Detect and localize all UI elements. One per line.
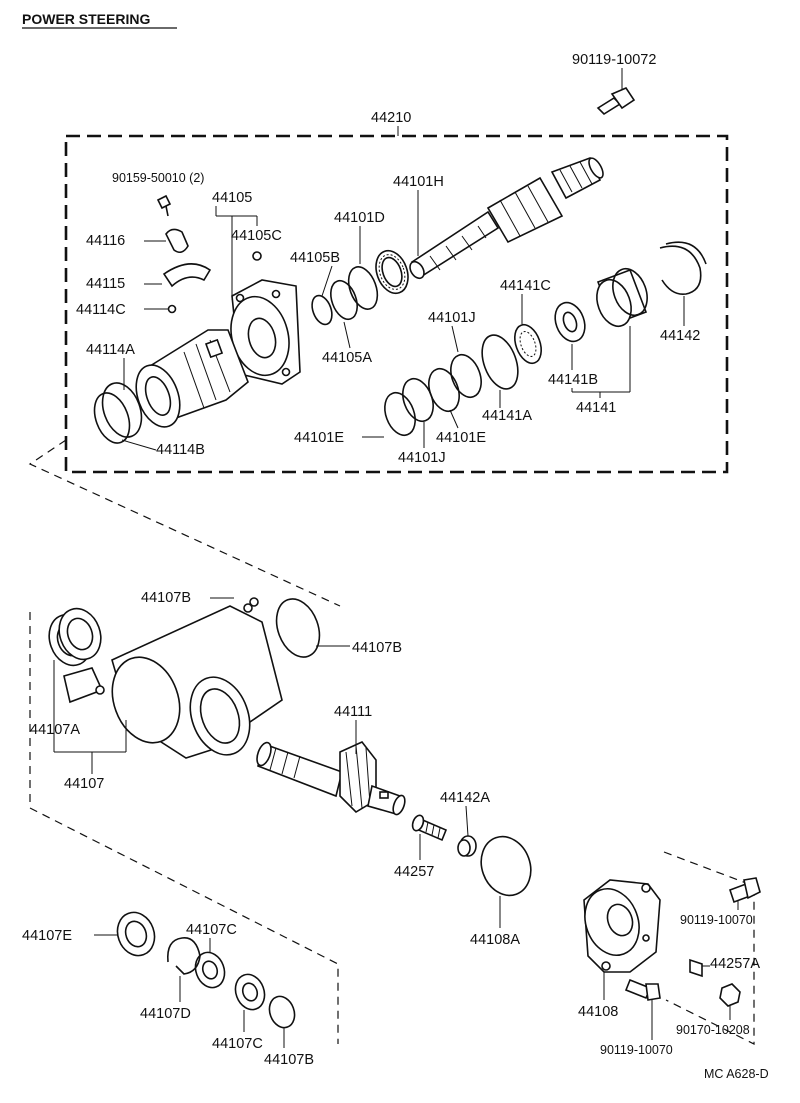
part-hose-44115 bbox=[162, 263, 212, 288]
part-ring-44114B-outer bbox=[101, 382, 143, 438]
label-44107B-bot: 44107B bbox=[264, 1052, 314, 1068]
label-44105B: 44105B bbox=[290, 250, 340, 266]
part-bearing-44141C bbox=[514, 323, 542, 365]
part-cup-44141 bbox=[596, 267, 648, 328]
part-bearing-44101D bbox=[375, 249, 409, 295]
label-44111: 44111 bbox=[334, 704, 372, 720]
part-cover-44108 bbox=[583, 879, 661, 973]
part-clamp-44116 bbox=[165, 228, 189, 254]
label-90119-10072: 90119-10072 bbox=[572, 52, 656, 68]
label-44141A: 44141A bbox=[482, 408, 532, 424]
label-44142A: 44142A bbox=[440, 790, 490, 806]
label-44107D: 44107D bbox=[140, 1006, 191, 1022]
part-bushing-44107A bbox=[48, 607, 102, 667]
label-44114A: 44114A bbox=[86, 342, 135, 358]
part-snapring-44142 bbox=[659, 245, 702, 296]
label-44107A: 44107A bbox=[30, 722, 80, 738]
label-90170-10208: 90170-10208 bbox=[676, 1023, 750, 1037]
label-90119-10070-bottom: 90119-10070 bbox=[600, 1043, 673, 1057]
part-oring-44107B bbox=[275, 598, 321, 658]
label-44108A: 44108A bbox=[470, 932, 520, 948]
part-washer-44257A bbox=[689, 958, 703, 978]
label-44107: 44107 bbox=[64, 776, 104, 792]
label-44116: 44116 bbox=[86, 233, 125, 249]
part-nut-44142A bbox=[457, 835, 477, 857]
part-snapring-44107D bbox=[166, 937, 201, 975]
kit-44210-boundary bbox=[64, 134, 729, 474]
part-pinion-shaft-44111 bbox=[256, 741, 406, 816]
part-seal-ring bbox=[347, 266, 379, 310]
part-seal-44107E bbox=[116, 911, 156, 957]
label-44101D: 44101D bbox=[334, 210, 385, 226]
label-44105C: 44105C bbox=[231, 228, 282, 244]
diagram-title: POWER STEERING bbox=[22, 11, 150, 27]
label-44105A: 44105A bbox=[322, 350, 372, 366]
label-44257A: 44257A bbox=[710, 956, 760, 972]
label-44114C: 44114C bbox=[76, 302, 126, 318]
part-plug-44105C bbox=[252, 251, 262, 261]
diagram-code: MC A628-D bbox=[704, 1067, 769, 1081]
part-screw-90159 bbox=[156, 194, 172, 210]
part-oring-44114C bbox=[167, 304, 177, 314]
part-input-shaft-44101H bbox=[409, 156, 604, 280]
label-44141C: 44141C bbox=[500, 278, 551, 294]
label-44257: 44257 bbox=[394, 864, 434, 880]
label-44107C-bot: 44107C bbox=[212, 1036, 263, 1052]
part-nut-90170-10208 bbox=[719, 983, 741, 1007]
part-oring-44107B-bot bbox=[268, 995, 296, 1029]
part-washer-44107C-b bbox=[234, 973, 266, 1011]
part-ring-44141A bbox=[481, 334, 519, 390]
leader-cover-fasteners bbox=[663, 851, 755, 1045]
part-ring-44114B-inner bbox=[93, 392, 131, 444]
label-44108: 44108 bbox=[578, 1004, 618, 1020]
part-oring-44108A bbox=[480, 835, 532, 897]
label-44141: 44141 bbox=[576, 400, 616, 416]
label-44101E-right: 44101E bbox=[436, 430, 486, 446]
label-44101J-top: 44101J bbox=[428, 310, 476, 326]
part-bolt-90119-10070-right bbox=[728, 877, 761, 904]
part-ring-44105B bbox=[311, 294, 333, 326]
part-ring-44101E-b bbox=[384, 391, 416, 437]
label-44141B: 44141B bbox=[548, 372, 598, 388]
label-44101H: 44101H bbox=[393, 174, 444, 190]
part-bolt-90119-10070-bottom bbox=[624, 978, 661, 1001]
part-cylinder-44114 bbox=[135, 329, 249, 428]
part-bearing-44141B bbox=[554, 301, 586, 343]
label-44107C-top: 44107C bbox=[186, 922, 237, 938]
label-44101J-bot: 44101J bbox=[398, 450, 446, 466]
leader-housing-to-seals bbox=[29, 612, 339, 1044]
label-44107B-right: 44107B bbox=[352, 640, 402, 656]
label-44107B-top: 44107B bbox=[141, 590, 191, 606]
label-90119-10070-right: 90119-10070 bbox=[680, 913, 753, 927]
label-44115: 44115 bbox=[86, 276, 125, 292]
label-44101E-left: 44101E bbox=[294, 430, 344, 446]
bolt-90119-10072 bbox=[596, 68, 636, 116]
label-90159-50010: 90159-50010 (2) bbox=[112, 171, 204, 185]
part-oring-small-44107B bbox=[249, 597, 259, 607]
part-ring-44101J-a bbox=[450, 353, 482, 399]
part-ring-44105A bbox=[330, 279, 358, 321]
part-gear-housing-44107 bbox=[63, 603, 283, 759]
label-44114B: 44114B bbox=[156, 442, 205, 458]
part-bolt-44257 bbox=[411, 814, 448, 842]
leader-kit-to-housing bbox=[28, 439, 341, 607]
label-44142: 44142 bbox=[660, 328, 700, 344]
label-44105: 44105 bbox=[212, 190, 252, 206]
part-washer-44107C-a bbox=[194, 951, 226, 989]
label-44210: 44210 bbox=[371, 110, 411, 126]
part-ring-44101J-b bbox=[402, 377, 434, 423]
label-44107E: 44107E bbox=[22, 928, 72, 944]
